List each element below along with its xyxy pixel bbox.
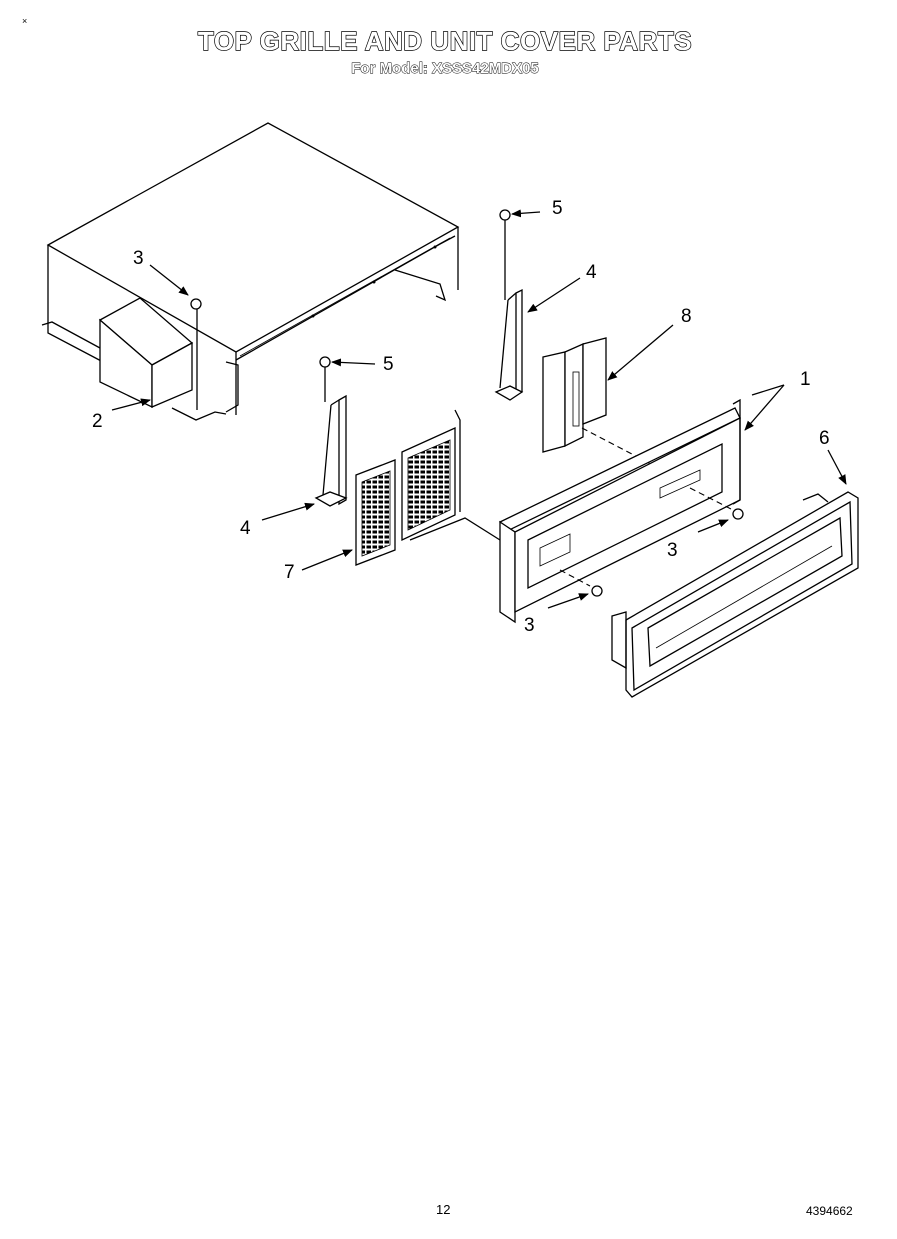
callout-8: 8 [681,306,692,327]
callout-4-left: 4 [240,518,251,539]
model-subtitle: For Model: XSSS42MDX05 [351,60,539,78]
screw-5-left [319,356,331,374]
callout-leaders [111,209,847,609]
callout-5-right: 5 [552,198,563,219]
document-number: 4394662 [806,1204,853,1218]
page-number: 12 [436,1202,451,1217]
baffle-8 [542,337,607,453]
unit-cover [41,122,460,421]
bracket-4-left [314,374,348,507]
screw-3-frame-left [559,569,603,597]
page-title: TOP GRILLE AND UNIT COVER PARTS [197,25,693,56]
corner-mark: × [22,16,28,26]
callout-3-cover: 3 [133,248,144,269]
bracket-4-right [494,232,524,401]
screw-5-right [499,209,511,232]
grille-7 [355,409,501,566]
callout-3-frame-right: 3 [667,540,678,561]
front-frame-1 [499,398,741,624]
callout-5-left: 5 [383,354,394,375]
front-panel-6 [611,491,859,698]
callout-6: 6 [819,428,830,449]
callout-7: 7 [284,562,295,583]
screw-3-left [190,298,202,410]
callout-2: 2 [92,411,103,432]
control-box [98,297,194,409]
callout-3-frame-left: 3 [524,615,535,636]
callout-4-right: 4 [586,262,597,283]
callout-1: 1 [800,369,811,390]
screw-3-frame-right [689,487,744,520]
